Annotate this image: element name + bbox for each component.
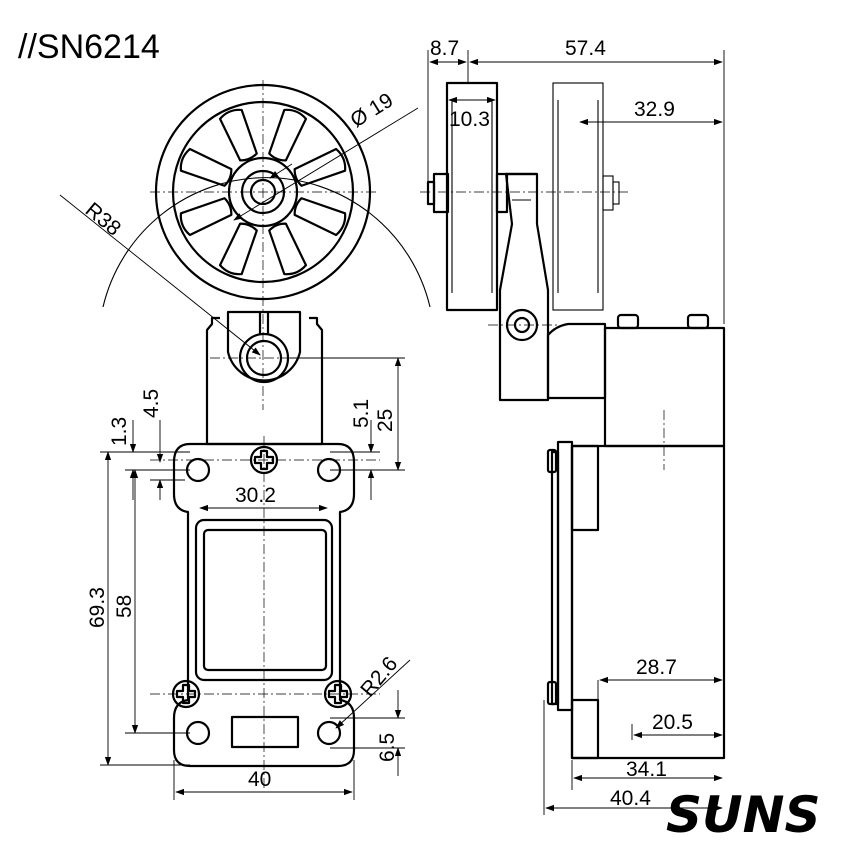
dim-r2-6: R2.6 bbox=[356, 652, 402, 701]
wheel-spoke-opening bbox=[179, 147, 233, 187]
dim-40: 40 bbox=[248, 768, 271, 791]
dim-57-4: 57.4 bbox=[565, 37, 606, 60]
wheel-spoke-opening bbox=[293, 197, 347, 237]
dim-30-2: 30.2 bbox=[235, 484, 276, 507]
dim-5-1: 5.1 bbox=[350, 399, 373, 428]
dim-arm-radius: R38 bbox=[81, 198, 125, 240]
dim-69-3: 69.3 bbox=[86, 587, 109, 628]
arm-radius-arc bbox=[102, 177, 431, 308]
dim-28-7: 28.7 bbox=[636, 656, 677, 679]
switch-body-side bbox=[546, 440, 726, 760]
brand-logo: SUNS bbox=[666, 786, 820, 844]
dim-25: 25 bbox=[374, 409, 397, 432]
dim-4-5: 4.5 bbox=[140, 389, 163, 418]
dim-8-7: 8.7 bbox=[430, 37, 459, 60]
wheel-spoke-opening bbox=[268, 222, 308, 276]
dimension-lines bbox=[59, 50, 725, 815]
dim-58: 58 bbox=[113, 595, 136, 618]
dim-6-5: 6.5 bbox=[376, 733, 399, 762]
dim-20-5: 20.5 bbox=[652, 711, 693, 734]
roller-wheel-side-near bbox=[426, 81, 509, 312]
wheel-spoke-opening bbox=[179, 197, 233, 237]
dim-1-3: 1.3 bbox=[108, 417, 131, 446]
lever-arm bbox=[205, 310, 324, 446]
model-title: //SN6214 bbox=[18, 28, 160, 66]
dim-10-3: 10.3 bbox=[449, 108, 490, 131]
roller-wheel-side-far bbox=[552, 82, 620, 311]
wheel-spoke-opening bbox=[218, 222, 258, 276]
wheel-spoke-opening bbox=[218, 108, 258, 162]
dim-40-4: 40.4 bbox=[610, 787, 651, 810]
dim-34-1: 34.1 bbox=[626, 758, 667, 781]
side-view bbox=[426, 81, 726, 760]
center-lines bbox=[150, 80, 665, 790]
dim-32-9: 32.9 bbox=[634, 98, 675, 121]
wheel-spoke-opening bbox=[268, 108, 308, 162]
actuator-head bbox=[546, 313, 726, 448]
